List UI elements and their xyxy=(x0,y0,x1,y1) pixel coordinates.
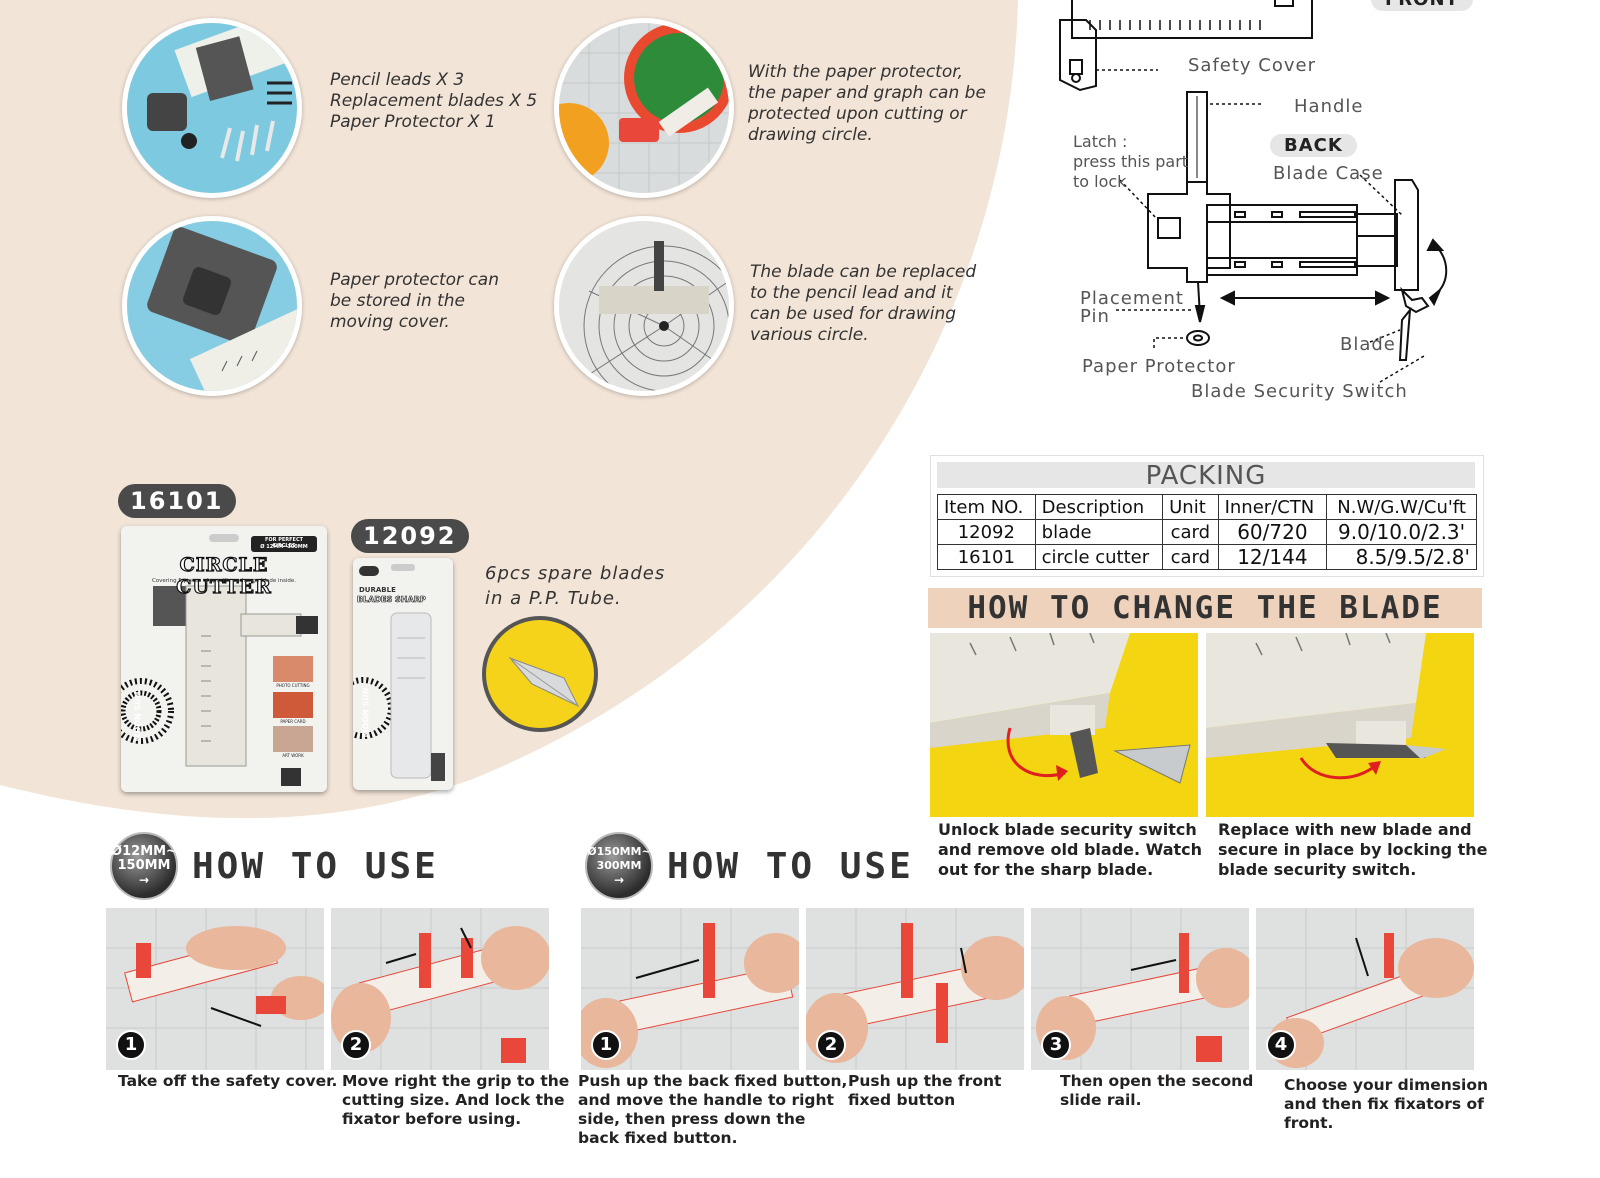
stored-protector-photo xyxy=(122,216,302,396)
cutter-side-label-2: PAPER CARD xyxy=(280,719,306,724)
table-cell: 8.5/9.5/2.8' xyxy=(1326,544,1477,570)
label-safety-cover: Safety Cover xyxy=(1188,55,1317,76)
model-badge-16101: 16101 xyxy=(118,484,236,518)
cutter-pack-art xyxy=(121,526,327,792)
arrow-icon: → xyxy=(138,873,150,887)
range-large-icon: Ø150MM~300MM → xyxy=(585,832,653,900)
cutter-pack-subtitle: Covering 5 pieces of specific exchange b… xyxy=(151,578,297,584)
table-cell: blade xyxy=(1034,519,1164,545)
label-handle: Handle xyxy=(1294,96,1364,117)
packing-header: N.W/G.W/Cu'ft xyxy=(1326,494,1477,520)
table-row: 12092 blade card 60/720 9.0/10.0/2.3' xyxy=(937,519,1477,545)
blades-pack-line2: BLADES SHARP xyxy=(357,595,426,605)
cutter-pack-title: CIRCLE CUTTER xyxy=(176,553,272,598)
step-number: 3 xyxy=(1041,1030,1071,1060)
cutter-pack-brand: MOON SUN xyxy=(133,691,143,742)
table-cell: card xyxy=(1162,544,1219,570)
spare-blades-pack: DURABLE BLADES SHARP MOON SUN xyxy=(353,558,453,790)
howto-small-step-1-caption: Take off the safety cover. xyxy=(118,1072,338,1090)
spare-blade-circle xyxy=(482,616,598,732)
cutter-pack-range: Ø 12MM~300MM xyxy=(260,544,308,550)
howto-large-step-3-photo: 3 xyxy=(1031,908,1249,1070)
circle-cutter-pack: FOR PERFECT CIRCLES Ø 12MM~300MM CIRCLE … xyxy=(121,526,327,792)
model-badge-12092: 12092 xyxy=(351,519,469,553)
packing-table-box: PACKING Item NO. Description Unit Inner/… xyxy=(930,455,1484,577)
replace-blade-photo xyxy=(1206,633,1474,817)
packing-header: Item NO. xyxy=(937,494,1036,520)
cutter-side-label-1: PHOTO CUTTING xyxy=(276,683,310,688)
unlock-blade-photo xyxy=(930,633,1198,817)
howto-large-title: HOW TO USE xyxy=(667,845,914,887)
howto-small-step-1-photo: 1 xyxy=(106,908,324,1070)
step-number: 1 xyxy=(116,1030,146,1060)
packing-header: Unit xyxy=(1162,494,1219,520)
blades-pack-line1: DURABLE xyxy=(359,586,396,594)
table-cell: circle cutter xyxy=(1034,544,1164,570)
back-label: BACK xyxy=(1270,134,1357,157)
step-number: 2 xyxy=(816,1030,846,1060)
howto-large-header: Ø150MM~300MM → HOW TO USE xyxy=(585,832,914,900)
cutter-pack-tag: FOR PERFECT CIRCLES xyxy=(264,537,304,549)
table-cell: 12/144 xyxy=(1217,544,1328,570)
packing-header: Inner/CTN xyxy=(1217,494,1328,520)
howto-large-step-1-photo: 1 xyxy=(581,908,799,1070)
table-cell: 16101 xyxy=(937,544,1036,570)
packing-table: Item NO. Description Unit Inner/CTN N.W/… xyxy=(937,494,1477,570)
table-cell: 9.0/10.0/2.3' xyxy=(1326,519,1477,545)
cutter-side-label-3: ART WORK xyxy=(282,753,304,758)
packing-title: PACKING xyxy=(937,462,1475,490)
front-label: FRONT xyxy=(1371,0,1473,11)
blade-icon xyxy=(508,656,580,708)
table-cell: 12092 xyxy=(937,519,1036,545)
accessories-photo xyxy=(122,18,302,198)
range-small-icon: Ø12MM~150MM → xyxy=(110,832,178,900)
label-blade: Blade xyxy=(1340,334,1396,355)
table-cell: 60/720 xyxy=(1217,519,1328,545)
step-number: 1 xyxy=(591,1030,621,1060)
pencil-lead-photo xyxy=(554,216,734,396)
feature-paper-protector-text: With the paper protector,the paper and g… xyxy=(748,62,986,145)
howto-small-step-2-photo: 2 xyxy=(331,908,549,1070)
table-row: 16101 circle cutter card 12/144 8.5/9.5/… xyxy=(937,544,1477,570)
step-number: 4 xyxy=(1266,1030,1296,1060)
howto-large-step-1-caption: Push up the back fixed button,and move t… xyxy=(578,1072,848,1147)
label-blade-case: Blade Case xyxy=(1273,163,1384,184)
label-paper-protector: Paper Protector xyxy=(1082,356,1236,377)
table-cell: card xyxy=(1162,519,1219,545)
cutter-diagram xyxy=(1059,0,1448,383)
arrow-icon: → xyxy=(613,873,625,887)
blades-pack-art xyxy=(353,558,453,790)
label-blade-security-switch: Blade Security Switch xyxy=(1191,381,1408,402)
howto-large-step-4-photo: 4 xyxy=(1256,908,1474,1070)
packing-header: Description xyxy=(1034,494,1164,520)
howto-small-title: HOW TO USE xyxy=(192,845,439,887)
howto-large-step-2-photo: 2 xyxy=(806,908,1024,1070)
step-number: 2 xyxy=(341,1030,371,1060)
blades-pack-brand: MOON SUN xyxy=(361,687,371,738)
paper-protector-photo xyxy=(554,18,734,198)
howto-small-header: Ø12MM~150MM → HOW TO USE xyxy=(110,832,439,900)
change-blade-banner: HOW TO CHANGE THE BLADE xyxy=(928,588,1482,628)
packing-header-row: Item NO. Description Unit Inner/CTN N.W/… xyxy=(937,494,1477,520)
